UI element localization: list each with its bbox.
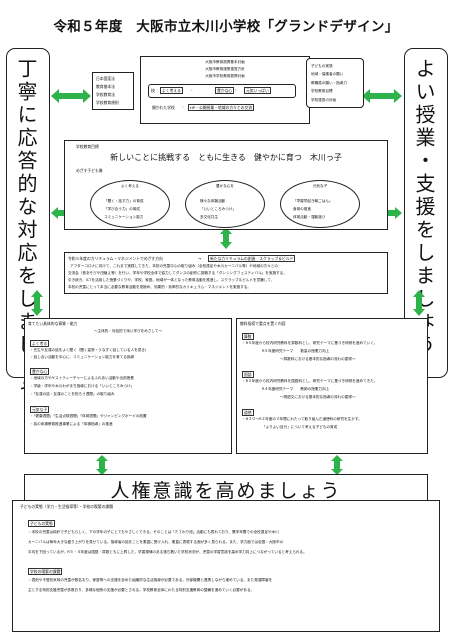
research-item: ・R２年度から校内研究教科を国語科とし、研究テーマに基づき研修を進めてきた。	[242, 379, 378, 383]
abilities-box	[24, 318, 232, 454]
research-item: ・R５年度から校内研究教科を算数科とし、研究テーマに基づき研修を進めていく。	[242, 341, 378, 345]
research-section-label: 道徳	[242, 409, 254, 416]
research-item: R５年度研究テーマ 数量の授業力向上	[262, 349, 330, 353]
curriculum-heading: 令和５年度のカリキュラム・マネジメントでめざす方向	[68, 256, 163, 261]
arrow-left-top-icon	[51, 89, 91, 103]
abilities-item: ・「健康週間」「生活点検週間」「体育週間」やジャンピングボードの設置	[30, 414, 147, 418]
law-item: 学校教育規則	[96, 100, 119, 105]
context-item: 子どもの実態	[311, 64, 333, 68]
policy-line: 大阪市教育振興基本計画	[205, 60, 245, 64]
human-rights-text: 人権意識を高めましょう	[110, 480, 342, 502]
oval-heart-item: 様々な体験活動	[200, 199, 226, 203]
research-item: R４年度研究テーマ 教師の授業力向上	[262, 387, 330, 391]
abilities-section-label: 元気な子	[30, 406, 50, 413]
curriculum-highlight: 新たなカリキュラムの創造 スクラップ＆ビルド	[208, 255, 296, 262]
policy-line: 大阪市学校教育振興計画	[205, 74, 245, 78]
school-goal-item: 豊かな心	[215, 87, 235, 94]
research-item: ～物語文における基本的な指導の流れの習得～	[280, 395, 356, 399]
child-image-label: めざす子ども像	[76, 168, 103, 173]
abilities-section-label: 豊かな心	[30, 368, 50, 375]
abilities-item: ・地域の方やゲストティーチャーによるふれあい活動や出前授業	[30, 376, 134, 380]
context-list-box: 子どもの実態 地域・保護者の願い 教職員の願い・指導力 学校教育目標 学校運営の…	[306, 58, 364, 108]
law-item: 日本国憲法	[96, 76, 115, 81]
status-line: カーニバルは毎年大きな盛り上がりを見せている。指導者の話をことを素直に受け入れ、…	[28, 540, 284, 544]
research-item: ・H３０～R２年度の３年間にわたって取り組んだ道徳科の研究を生かす。	[242, 417, 362, 421]
oval-energy-item: 体育活動・運動遊び	[293, 215, 326, 219]
status-section-label: 子どもの実態	[28, 520, 55, 527]
abilities-section-label: よく考る	[30, 340, 50, 347]
law-list-box: 日本国憲法 教育基本法 学校教育法 学校教育規則	[92, 72, 134, 110]
policy-line: 大阪市教育施策運営方針	[205, 67, 245, 71]
abilities-item: ・拡の体操教育推進事業による「体操指導」の推進	[30, 422, 113, 426]
oval-think-item: 「聞く・話す力」の育成	[104, 199, 144, 203]
context-item: 地域・保護者の願い	[311, 72, 344, 77]
status-line: 平均を下回っているが、R５・４年度は国語・算数ともに上昇した。学習規律のある落ち…	[28, 550, 307, 554]
arrow-right-down-icon	[413, 290, 425, 316]
school-goal-label: 学校教育目標	[76, 144, 99, 149]
curriculum-line: アフターコロナに向けて、これまで実践してきた、本校の児童中心の取り組み（全校遠足…	[70, 264, 279, 268]
research-section-label: 国語	[242, 371, 254, 378]
research-heading: 教科指導で重点を置く内容	[240, 321, 286, 326]
status-line: ・本校の児童は純朴で子どもらしく、下の学年の子にとてもやさしくできる。そのことは…	[28, 530, 279, 534]
status-heading: 子どもの実態（学力・生活指導等）・学校の喫緊の課題	[20, 504, 114, 509]
arrow-right-col-down-icon	[331, 455, 343, 475]
status-section-label: 学校の喫緊の課題	[28, 568, 63, 575]
oval-think-item: 「学び合う力」の育成	[104, 207, 140, 211]
page-title: 令和５年度 大阪市立木川小学校「グランドデザイン」	[53, 19, 399, 35]
school-goal-item: よく考える	[160, 87, 183, 94]
oval-heart-label: 豊かな心を	[216, 184, 234, 188]
oval-heart-item: 「いいところみつけ」	[200, 207, 236, 211]
context-item: 学校教育目標	[311, 89, 333, 94]
abilities-subheading: ～主体的・対話的で深い学びをめざして～	[93, 329, 163, 333]
status-line: 主とする特別支援児童が多数おり、多様な個別の支援が必要とされる。学校教育全体にわ…	[28, 588, 255, 592]
curriculum-line: 本校の児童にとって本当に必要な教育活動を見極め、効果的・効率的なカリキュラム・マ…	[68, 285, 251, 289]
oval-heart	[185, 180, 265, 228]
context-item: 教職員の願い・指導力	[311, 80, 347, 85]
law-item: 教育基本法	[96, 84, 115, 89]
research-item: ～算数科における基本的な指導の流れの習得～	[280, 357, 356, 361]
oval-think-item: コミュニケーション能力	[104, 215, 144, 219]
school-goal-item: 元気いっぱい	[244, 87, 271, 94]
school-goal-sep: ：	[235, 88, 239, 92]
oval-think-label: よく考える	[121, 184, 139, 188]
context-item: 学校運営の計画	[311, 97, 337, 102]
abilities-heading: 育てたい具体的な資質・能力	[28, 321, 78, 326]
school-goal-prefix: 校	[151, 88, 155, 93]
arrow-center-down2-icon	[220, 227, 232, 249]
abilities-item: ・話し合い活動を中心に、コミュニケーション能力を育てる指導	[30, 355, 135, 359]
abilities-item: ・「友達の話・友達のことを知ろう週間」の取り組み	[30, 392, 115, 396]
arrow-left-down-icon	[31, 290, 43, 316]
school-goal-sep: ：	[191, 88, 195, 92]
oval-heart-item: 多文化共生	[200, 215, 218, 219]
oval-energy-item: 食育の推進	[293, 207, 311, 211]
curriculum-line: 引き続き、ICTを活用した授業づくりや、学校、家庭、地域が一体となった教育活動を…	[68, 278, 275, 282]
research-section-label: 算数	[242, 333, 254, 340]
research-item: 「よりよい自分」について考える子どもの育成	[262, 425, 338, 429]
arrow-right-top-icon	[362, 89, 402, 103]
open-school-value: HP・公開授業・地域の方々との交流	[188, 104, 255, 111]
oval-think	[90, 180, 170, 228]
oval-energy-label: 元気な子	[312, 184, 328, 188]
abilities-item: ・学級・学年や木川わがまち指導における「いいところみつけ」	[30, 384, 135, 388]
status-line: ・週刻や不登校気味の児童が数名おり、家庭等への支援を含めた組織的な生活指導が必要…	[28, 578, 273, 582]
abilities-item: ・先生や友達の話をよく聞く（聞く姿勢・うなずく話している人を見る）	[30, 348, 149, 352]
curriculum-line: 交流会（昔あそびや田植え等）を行い、学年や学校全体で協力してダンスの創作に挑戦す…	[68, 271, 287, 275]
oval-energy-item: 「早寝早起き朝ごはん」	[293, 199, 333, 203]
open-school-label: 開かれた学校	[152, 105, 175, 110]
status-box	[12, 500, 440, 632]
school-goal-text: 新しいことに挑戦する ともに生きる 健やかに育つ 木川っ子	[110, 153, 342, 162]
curriculum-arrow: →	[198, 256, 202, 261]
open-school-colon: ：	[182, 105, 186, 109]
curriculum-box	[64, 252, 388, 294]
law-item: 学校教育法	[96, 92, 115, 97]
research-box	[236, 318, 428, 454]
arrow-left-col-down-icon	[96, 455, 108, 475]
oval-energy	[280, 180, 360, 228]
